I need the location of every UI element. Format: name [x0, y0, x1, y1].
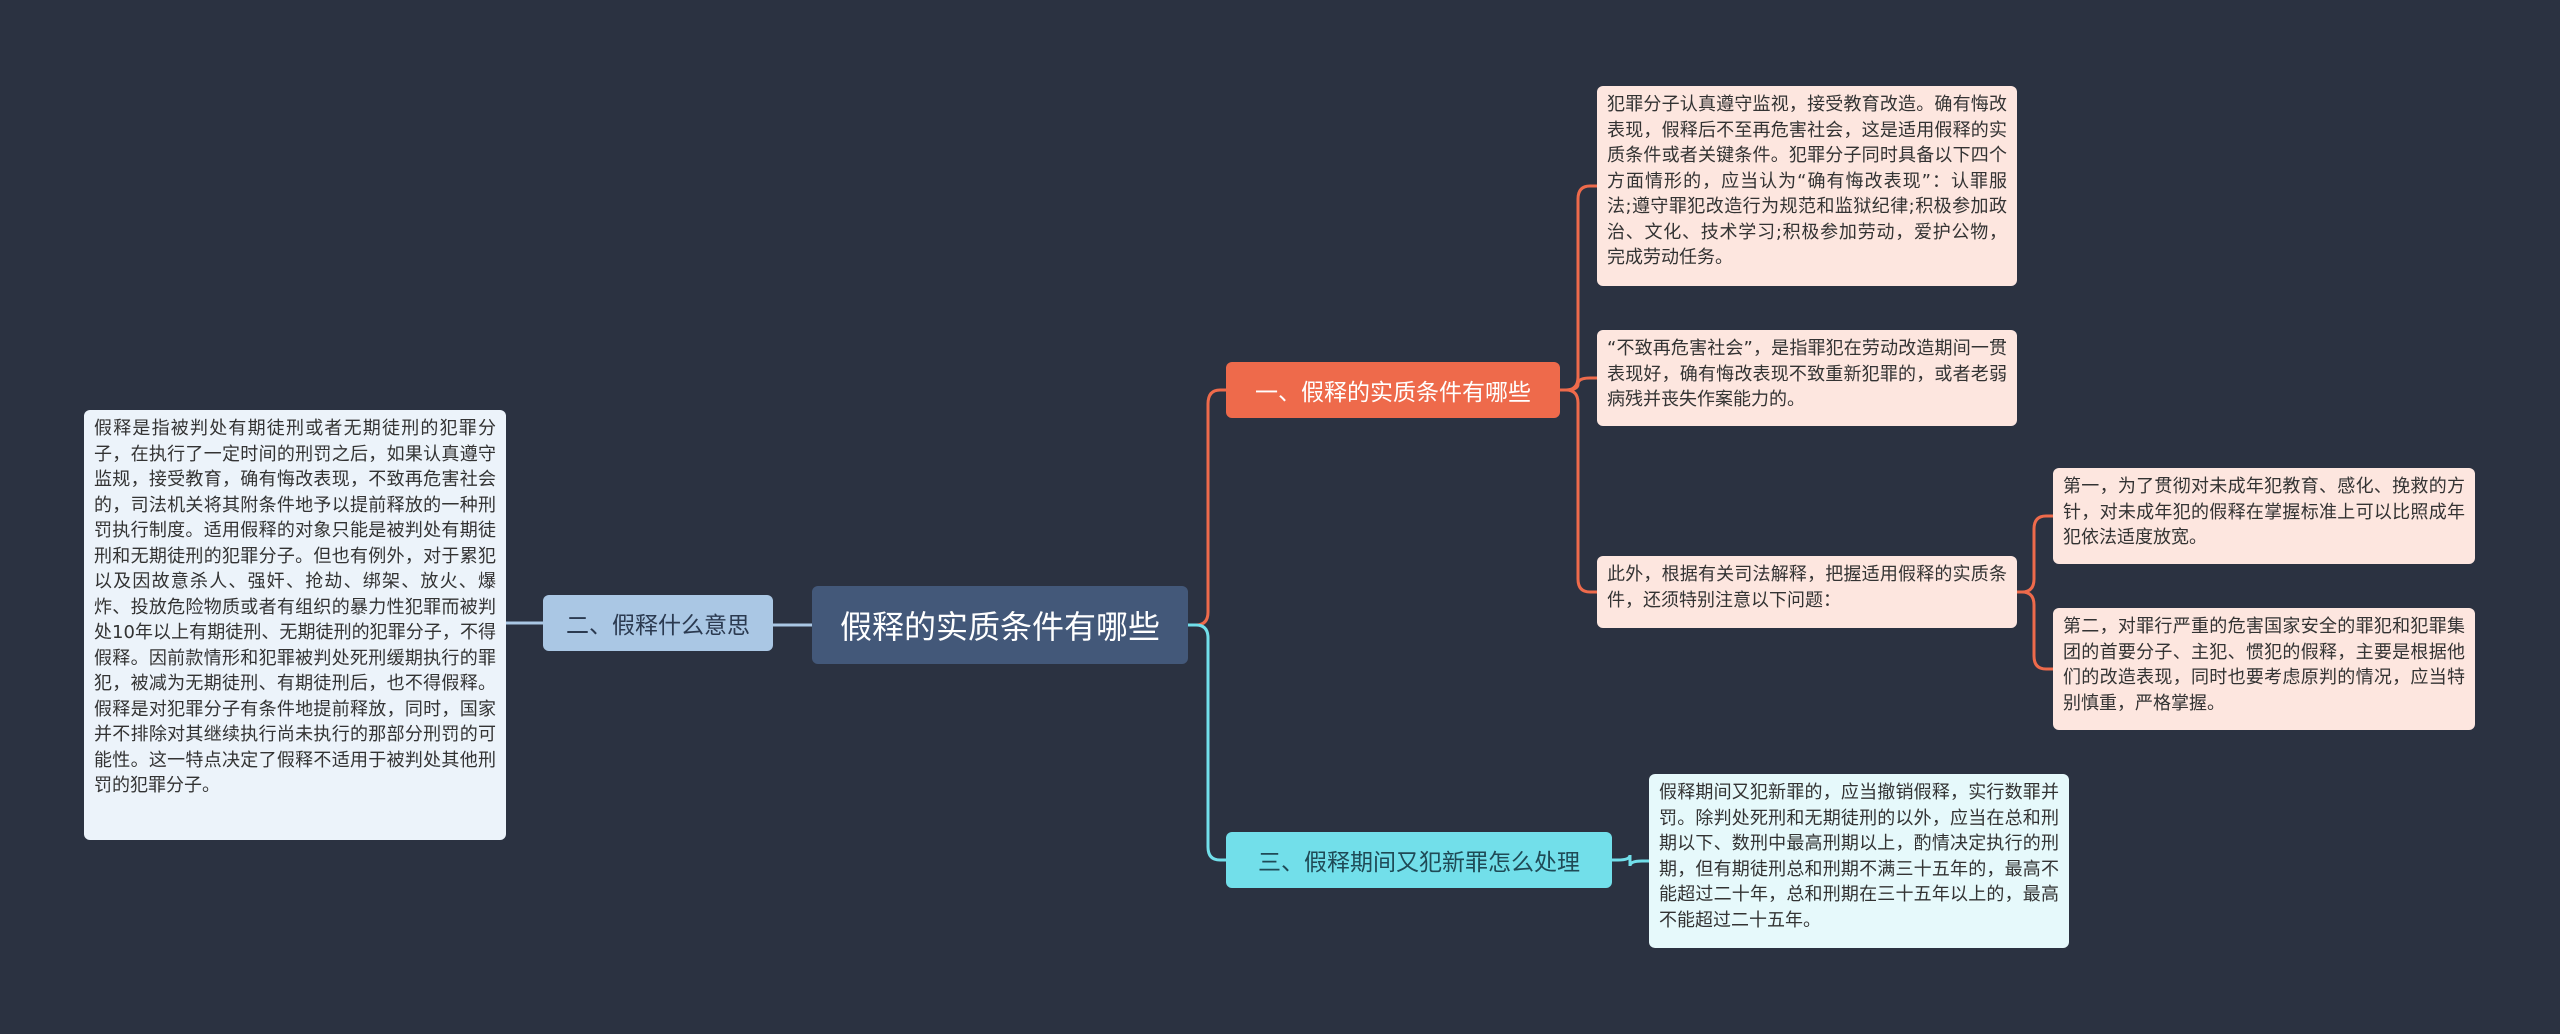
connector-sub-1: [2017, 514, 2053, 594]
root-topic[interactable]: 假释的实质条件有哪些: [812, 586, 1188, 664]
leaf-conditions-detail-2[interactable]: “不致再危害社会”，是指罪犯在劳动改造期间一贯表现好，确有悔改表现不致重新犯罪的…: [1597, 330, 2017, 426]
connector-red-leaf-1: [1560, 184, 1597, 392]
leaf-conditions-sub-1[interactable]: 第一，为了贯彻对未成年犯教育、感化、挽救的方针，对未成年犯的假释在掌握标准上可以…: [2053, 468, 2475, 564]
leaf-meaning-detail[interactable]: 假释是指被判处有期徒刑或者无期徒刑的犯罪分子，在执行了一定时间的刑罚之后，如果认…: [84, 410, 506, 840]
branch-new-crime[interactable]: 三、假释期间又犯新罪怎么处理: [1226, 832, 1612, 888]
connector-red-leaf-3: [1560, 388, 1597, 594]
connector-cyan-leaf: [1612, 854, 1649, 867]
connector-root-red: [1188, 388, 1226, 627]
leaf-conditions-detail-1[interactable]: 犯罪分子认真遵守监视，接受教育改造。确有悔改表现，假释后不至再危害社会，这是适用…: [1597, 86, 2017, 286]
leaf-new-crime-detail[interactable]: 假释期间又犯新罪的，应当撤销假释，实行数罪并罚。除判处死刑和无期徒刑的以外，应当…: [1649, 774, 2069, 948]
connector-red-leaf-2: [1560, 376, 1597, 392]
branch-conditions[interactable]: 一、假释的实质条件有哪些: [1226, 362, 1560, 418]
leaf-conditions-sub-2[interactable]: 第二，对罪行严重的危害国家安全的罪犯和犯罪集团的首要分子、主犯、惯犯的假释，主要…: [2053, 608, 2475, 730]
branch-meaning[interactable]: 二、假释什么意思: [543, 595, 773, 651]
connector-root-cyan: [1188, 623, 1226, 862]
leaf-conditions-detail-3[interactable]: 此外，根据有关司法解释，把握适用假释的实质条件，还须特别注意以下问题：: [1597, 556, 2017, 628]
connector-sub-2: [2017, 590, 2053, 671]
